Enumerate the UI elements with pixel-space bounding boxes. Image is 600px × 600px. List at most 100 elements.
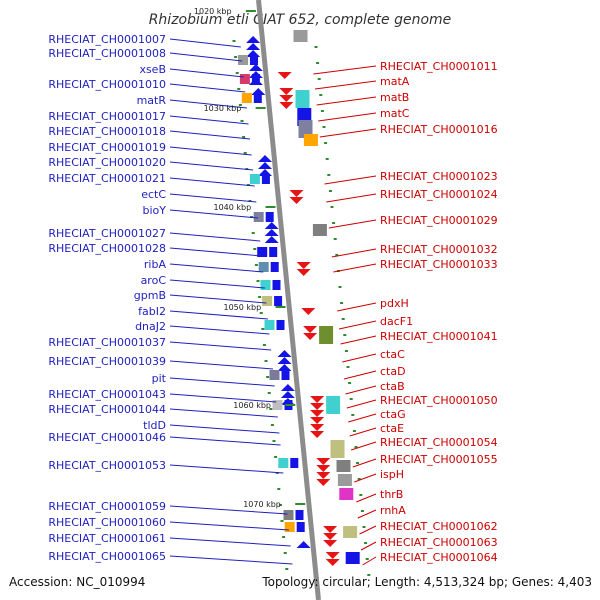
tick-mark bbox=[235, 72, 239, 74]
label-leader-line bbox=[340, 335, 377, 345]
left-gene-label: gpmB bbox=[134, 289, 166, 302]
reverse-gene-arrow bbox=[277, 72, 292, 79]
right-gene-label: RHECIAT_CH0001011 bbox=[380, 60, 498, 73]
reverse-gene-arrow bbox=[310, 431, 325, 438]
gene-block bbox=[265, 212, 274, 222]
gene-block bbox=[264, 320, 275, 330]
tick-mark bbox=[267, 392, 271, 394]
tick-mark bbox=[274, 456, 278, 458]
left-gene-label: fabI2 bbox=[138, 305, 166, 318]
reverse-gene-arrow bbox=[296, 269, 311, 276]
gene-block bbox=[293, 30, 308, 42]
gene-block bbox=[339, 488, 354, 500]
label-leader-line bbox=[318, 112, 377, 122]
forward-gene-arrow bbox=[277, 364, 292, 371]
tick-mark bbox=[285, 568, 289, 570]
tick-mark bbox=[314, 46, 318, 48]
reverse-gene-arrow bbox=[323, 540, 338, 547]
right-gene-label: matA bbox=[380, 75, 410, 88]
accession-text: Accession: NC_010994 bbox=[9, 575, 145, 589]
gene-block bbox=[269, 370, 280, 380]
label-leader-line bbox=[169, 161, 254, 171]
label-leader-line bbox=[313, 65, 377, 75]
right-gene-label: RHECIAT_CH0001050 bbox=[380, 394, 498, 407]
tick-mark bbox=[322, 126, 326, 128]
gene-block bbox=[257, 247, 268, 257]
genome-backbone bbox=[256, 0, 321, 600]
scale-label: 1050 kbp bbox=[224, 303, 262, 312]
label-leader-line bbox=[346, 399, 377, 409]
left-gene-label: RHECIAT_CH0001028 bbox=[48, 242, 166, 255]
tick-mark bbox=[282, 536, 286, 538]
left-gene-label: pit bbox=[152, 372, 167, 385]
scale-label: 1020 kbp bbox=[194, 7, 232, 16]
reverse-gene-arrow bbox=[323, 533, 338, 540]
forward-gene-arrow bbox=[277, 357, 292, 364]
backbone-line bbox=[256, 0, 321, 600]
tick-mark bbox=[330, 206, 334, 208]
label-leader-line bbox=[169, 83, 246, 93]
gene-block bbox=[281, 370, 290, 380]
tick-mark bbox=[242, 136, 246, 138]
right-gene-label: RHECIAT_CH0001063 bbox=[380, 536, 498, 549]
left-gene-label: RHECIAT_CH0001037 bbox=[48, 336, 166, 349]
tick-mark bbox=[343, 334, 347, 336]
left-gene-label: RHECIAT_CH0001019 bbox=[48, 141, 166, 154]
tick-mark bbox=[319, 94, 323, 96]
left-gene-label: ectC bbox=[141, 188, 166, 201]
gene-block bbox=[296, 522, 305, 532]
forward-gene-arrow bbox=[246, 36, 261, 43]
reverse-gene-arrow bbox=[279, 102, 294, 109]
right-gene-label: RHECIAT_CH0001023 bbox=[380, 170, 498, 183]
reverse-gene-arrow bbox=[316, 465, 331, 472]
tick-mark bbox=[317, 78, 321, 80]
tick-mark bbox=[256, 280, 260, 282]
tick-mark bbox=[367, 574, 371, 576]
gene-labels: RHECIAT_CH0001007RHECIAT_CH0001008xseBRH… bbox=[48, 33, 497, 564]
tick-mark bbox=[338, 286, 342, 288]
reverse-gene-arrow bbox=[289, 190, 304, 197]
tick-mark bbox=[280, 520, 284, 522]
tick-mark bbox=[259, 312, 263, 314]
left-gene-label: ribA bbox=[144, 258, 167, 271]
gene-block bbox=[272, 280, 281, 290]
label-leader-line bbox=[356, 493, 377, 503]
tick-mark bbox=[356, 462, 360, 464]
right-gene-label: ctaG bbox=[380, 408, 406, 421]
tick-mark bbox=[272, 440, 276, 442]
gene-block bbox=[336, 460, 351, 472]
scale-label: 1060 kbp bbox=[233, 401, 271, 410]
gene-block bbox=[251, 74, 260, 84]
tick-mark bbox=[262, 344, 266, 346]
label-leader-line bbox=[169, 464, 284, 474]
forward-gene-arrow bbox=[280, 391, 295, 398]
label-leader-line bbox=[360, 541, 377, 551]
right-gene-label: dacF1 bbox=[380, 315, 413, 328]
tick-mark bbox=[264, 360, 268, 362]
right-gene-label: RHECIAT_CH0001033 bbox=[380, 258, 498, 271]
label-leader-line bbox=[169, 177, 255, 187]
label-leader-line bbox=[169, 341, 272, 351]
tick-mark bbox=[320, 110, 324, 112]
left-gene-label: xseB bbox=[139, 63, 166, 76]
reverse-gene-arrow bbox=[279, 95, 294, 102]
left-gene-label: RHECIAT_CH0001046 bbox=[48, 431, 166, 444]
tick-mark bbox=[270, 424, 274, 426]
label-leader-line bbox=[169, 146, 252, 156]
topology-text: Topology: circular; Length: 4,513,324 bp… bbox=[261, 575, 592, 589]
label-leader-line bbox=[352, 458, 377, 468]
scale-label: 1070 kbp bbox=[243, 500, 281, 509]
label-leader-line bbox=[354, 473, 377, 483]
forward-gene-arrow bbox=[264, 222, 279, 229]
label-leader-line bbox=[348, 413, 377, 423]
label-leader-line bbox=[337, 302, 377, 312]
gene-block bbox=[270, 262, 279, 272]
forward-gene-arrow bbox=[248, 64, 263, 71]
tick-mark bbox=[333, 238, 337, 240]
label-leader-line bbox=[169, 505, 288, 515]
left-gene-label: RHECIAT_CH0001017 bbox=[48, 110, 166, 123]
label-leader-line bbox=[169, 537, 291, 547]
right-gene-label: RHECIAT_CH0001062 bbox=[380, 520, 498, 533]
right-gene-label: matB bbox=[380, 91, 409, 104]
